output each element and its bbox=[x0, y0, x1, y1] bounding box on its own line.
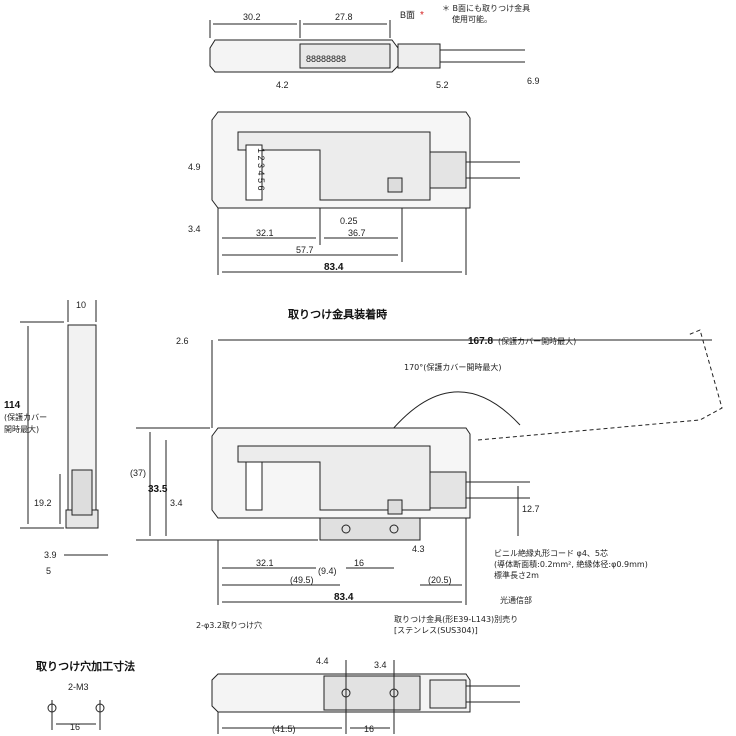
display-panel bbox=[299, 43, 391, 69]
dim-36-7: 36.7 bbox=[348, 228, 366, 238]
cable-note-2: (導体断面積:0.2mm², 絶縁体径:φ0.9mm) bbox=[494, 559, 648, 569]
tapped-hole-label: 2-M3 bbox=[68, 682, 89, 692]
dim-4-4: 4.4 bbox=[316, 656, 329, 666]
dim-83-4-top: 83.4 bbox=[324, 262, 344, 273]
face-b-note-1: ＊ B面にも取りつけ金具 bbox=[442, 3, 530, 13]
dim-3-9: 3.9 bbox=[44, 550, 57, 560]
mounted-title: 取りつけ金具装着時 bbox=[288, 307, 387, 321]
face-b-note-2: 使用可能。 bbox=[452, 14, 492, 24]
dim-33-5: 33.5 bbox=[148, 484, 168, 495]
dim-32-1: 32.1 bbox=[256, 228, 274, 238]
dim-20-5: (20.5) bbox=[428, 575, 452, 585]
dim-3-4-mounted: 3.4 bbox=[170, 498, 183, 508]
mount-hole-1 bbox=[341, 524, 351, 534]
hole-detail-title: 取りつけ穴加工寸法 bbox=[36, 659, 135, 673]
dim-4-3: 4.3 bbox=[412, 544, 425, 554]
light-comm-label: 光通信部 bbox=[500, 595, 532, 605]
dim-57-7: 57.7 bbox=[296, 245, 314, 255]
bracket-note-1: 取りつけ金具(形E39-L143)別売り bbox=[394, 614, 518, 624]
dip-switch-digits: 1 2 3 4 5 6 bbox=[256, 148, 266, 191]
top-view: 88888888 30.2 27.8 4.2 5.2 6.9 B面 * ＊ B面… bbox=[209, 3, 540, 90]
dim-5-2: 5.2 bbox=[436, 80, 449, 90]
overall-open-note: (保護カバー開時最大) bbox=[498, 336, 576, 346]
cable-gland-side bbox=[429, 151, 467, 189]
dim-27-8: 27.8 bbox=[335, 12, 353, 22]
dim-3-4-bottom: 3.4 bbox=[374, 660, 387, 670]
front-view: 10 114 (保護カバー 開時最大) 19.2 3.9 5 bbox=[4, 300, 108, 576]
face-b-label: B面 bbox=[400, 10, 415, 20]
cable-note-3: 標準長さ2m bbox=[494, 570, 539, 580]
bracket-bottom bbox=[323, 675, 421, 711]
light-window-mounted bbox=[387, 499, 403, 515]
cable-gland bbox=[397, 43, 441, 69]
dim-9-4: (9.4) bbox=[318, 566, 337, 576]
dim-12-7: 12.7 bbox=[522, 504, 540, 514]
mounting-bracket bbox=[319, 517, 421, 541]
front-height-note-1: (保護カバー bbox=[4, 412, 47, 422]
dim-114: 114 bbox=[4, 400, 21, 411]
dim-49-5: (49.5) bbox=[290, 575, 314, 585]
dip-switch-mounted bbox=[245, 461, 263, 511]
hole-detail: 取りつけ穴加工寸法 2-M3 16 bbox=[36, 659, 135, 732]
dim-0-25: 0.25 bbox=[340, 216, 358, 226]
dim-19-2: 19.2 bbox=[34, 498, 52, 508]
angle-note: 170°(保護カバー開時最大) bbox=[404, 362, 502, 372]
side-view: 1 2 3 4 5 6 4.9 3.4 0.25 32.1 36.7 57.7 … bbox=[188, 111, 520, 275]
angle-arc bbox=[379, 391, 521, 446]
dim-16-bottom: 16 bbox=[364, 724, 374, 734]
dim-4-9: 4.9 bbox=[188, 162, 201, 172]
dim-3-4: 3.4 bbox=[188, 224, 201, 234]
mount-hole-label: 2-φ3.2取りつけ穴 bbox=[196, 620, 262, 630]
cable-note-1: ビニル絶縁丸形コード φ4、5芯 bbox=[494, 548, 608, 558]
protective-cover-open bbox=[477, 329, 723, 441]
dip-switch bbox=[245, 144, 263, 201]
dim-37: (37) bbox=[130, 468, 146, 478]
dim-167-8: 167.8 bbox=[468, 336, 493, 347]
dim-32-1-mounted: 32.1 bbox=[256, 558, 274, 568]
bottom-view: 4.4 3.4 (41.5) 16 bbox=[211, 656, 520, 734]
display-digits: 88888888 bbox=[306, 54, 346, 64]
cable-gland-bottom bbox=[429, 679, 467, 709]
dim-2-6: 2.6 bbox=[176, 336, 189, 346]
dim-83-4-mounted: 83.4 bbox=[334, 592, 354, 603]
light-window bbox=[387, 177, 403, 193]
dim-10: 10 bbox=[76, 300, 86, 310]
dim-5: 5 bbox=[46, 566, 51, 576]
bracket-note-2: [ステンレス(SUS304)] bbox=[394, 626, 478, 635]
mount-hole-2 bbox=[389, 524, 399, 534]
dim-16-holes: 16 bbox=[70, 722, 80, 732]
front-height-note-2: 開時最大) bbox=[4, 424, 39, 434]
face-b-asterisk: * bbox=[420, 10, 424, 21]
dim-4-2: 4.2 bbox=[276, 80, 289, 90]
cable-gland-mounted bbox=[429, 471, 467, 509]
dim-6-9: 6.9 bbox=[527, 76, 540, 86]
mounted-view: 取りつけ金具装着時 2.6 167.8 (保護カバー開時最大) 170°(保護カ… bbox=[130, 307, 723, 635]
dim-30-2: 30.2 bbox=[243, 12, 261, 22]
dim-16-mounted: 16 bbox=[354, 558, 364, 568]
dim-41-5: (41.5) bbox=[272, 724, 296, 734]
